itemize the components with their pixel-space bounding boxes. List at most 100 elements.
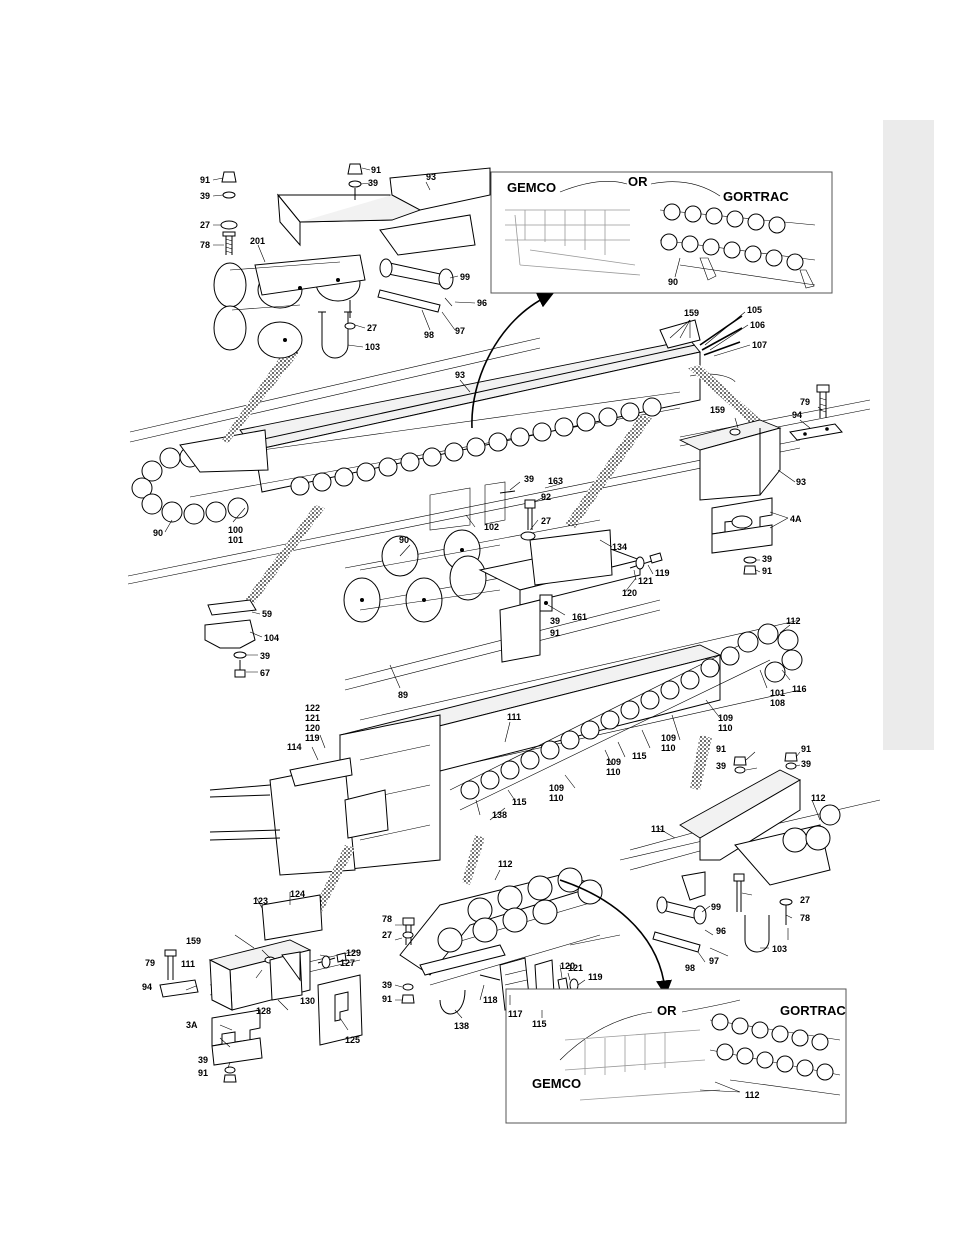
arrow-to-bottom-inset (559, 879, 672, 997)
callout-110: 110 (661, 743, 676, 753)
callout-39: 39 (716, 761, 726, 771)
top-inset-gemco-label: GEMCO (507, 180, 556, 195)
callout-111: 111 (507, 712, 521, 722)
top-left-detail (213, 163, 491, 359)
callout-115: 115 (532, 1019, 547, 1029)
callout-78: 78 (382, 914, 392, 924)
callout-124: 124 (290, 889, 305, 899)
callout-122: 122 (305, 703, 320, 713)
callout-93: 93 (796, 477, 806, 487)
callout-121: 121 (638, 576, 653, 586)
callout-159: 159 (710, 405, 725, 415)
callout-27: 27 (200, 220, 210, 230)
leader-lines (164, 167, 823, 1069)
bottom-gortrac-chain-sketch (709, 1013, 841, 1096)
callout-91: 91 (382, 994, 392, 1004)
upper-chain (131, 391, 681, 525)
bottom-inset-gemco-label: GEMCO (532, 1076, 581, 1091)
lower-boom (209, 619, 881, 920)
callout-159: 159 (684, 308, 699, 318)
callout-103: 103 (772, 944, 787, 954)
callout-138: 138 (492, 810, 507, 820)
callout-39: 39 (198, 1055, 208, 1065)
callout-108: 108 (770, 698, 785, 708)
callout-111: 111 (181, 959, 195, 969)
callout-134: 134 (612, 542, 627, 552)
callout-90: 90 (153, 528, 163, 538)
callout-120: 120 (622, 588, 637, 598)
callout-127: 127 (340, 958, 355, 968)
callout-101: 101 (770, 688, 785, 698)
callout-125: 125 (345, 1035, 360, 1045)
callout-109: 109 (549, 783, 564, 793)
callout-94: 94 (792, 410, 802, 420)
callout-112: 112 (811, 793, 826, 803)
callout-115: 115 (512, 797, 527, 807)
callout-39: 39 (382, 980, 392, 990)
top-inset: GEMCO OR GORTRAC 90 (490, 171, 833, 294)
callout-116: 116 (792, 684, 807, 694)
callout-93: 93 (426, 172, 436, 182)
callout-201: 201 (250, 236, 265, 246)
upper-boom (127, 315, 871, 605)
callout-78: 78 (800, 913, 810, 923)
callout-120: 120 (560, 961, 575, 971)
callout-labels: 91 39 27 78 201 91 39 93 99 96 97 98 27 … (142, 165, 826, 1078)
callout-105: 105 (747, 305, 762, 315)
callout-39: 39 (368, 178, 378, 188)
callout-112-inset: 112 (745, 1090, 760, 1100)
callout-119: 119 (305, 733, 320, 743)
callout-79: 79 (145, 958, 155, 968)
callout-161: 161 (572, 612, 587, 622)
callout-109: 109 (718, 713, 733, 723)
top-inset-gortrac-label: GORTRAC (723, 189, 789, 204)
callout-59: 59 (262, 609, 272, 619)
gortrac-chain-sketch (659, 203, 816, 289)
lower-right-detail (629, 752, 841, 953)
callout-103: 103 (365, 342, 380, 352)
callout-121: 121 (568, 963, 583, 973)
callout-100: 100 (228, 525, 243, 535)
callout-104: 104 (264, 633, 279, 643)
middle-detail (343, 481, 663, 691)
callout-67: 67 (260, 668, 270, 678)
callout-119: 119 (588, 972, 603, 982)
bottom-inset-or-label: OR (657, 1003, 677, 1018)
callout-39: 39 (801, 759, 811, 769)
callout-120: 120 (305, 723, 320, 733)
callout-102: 102 (484, 522, 499, 532)
callout-121: 121 (305, 713, 320, 723)
bottom-gemco-chain-sketch (564, 1029, 721, 1101)
callout-110: 110 (718, 723, 733, 733)
callout-107: 107 (752, 340, 767, 350)
callout-89: 89 (398, 690, 408, 700)
lower-center-detail (399, 867, 621, 1016)
callout-118: 118 (483, 995, 498, 1005)
callout-94: 94 (142, 982, 152, 992)
callout-119: 119 (655, 568, 670, 578)
callout-91: 91 (198, 1068, 208, 1078)
callout-111: 111 (651, 824, 665, 834)
callout-27: 27 (367, 323, 377, 333)
callout-96: 96 (716, 926, 726, 936)
callout-128: 128 (256, 1006, 271, 1016)
callout-106: 106 (750, 320, 765, 330)
callout-97: 97 (709, 956, 719, 966)
callout-96: 96 (477, 298, 487, 308)
callout-91: 91 (762, 566, 772, 576)
gemco-chain-sketch (505, 209, 641, 276)
lower-chain (449, 623, 803, 811)
callout-98: 98 (424, 330, 434, 340)
bottom-inset: OR GORTRAC GEMCO 112 (505, 988, 847, 1124)
top-inset-or-label: OR (628, 174, 648, 189)
callout-3A: 3A (186, 1020, 198, 1030)
arrow-to-top-inset (471, 292, 554, 429)
callout-27: 27 (800, 895, 810, 905)
callout-114: 114 (287, 742, 302, 752)
callout-91: 91 (801, 744, 811, 754)
right-mount (678, 384, 843, 575)
callout-39: 39 (550, 616, 560, 626)
callout-123: 123 (253, 896, 268, 906)
callout-39: 39 (762, 554, 772, 564)
